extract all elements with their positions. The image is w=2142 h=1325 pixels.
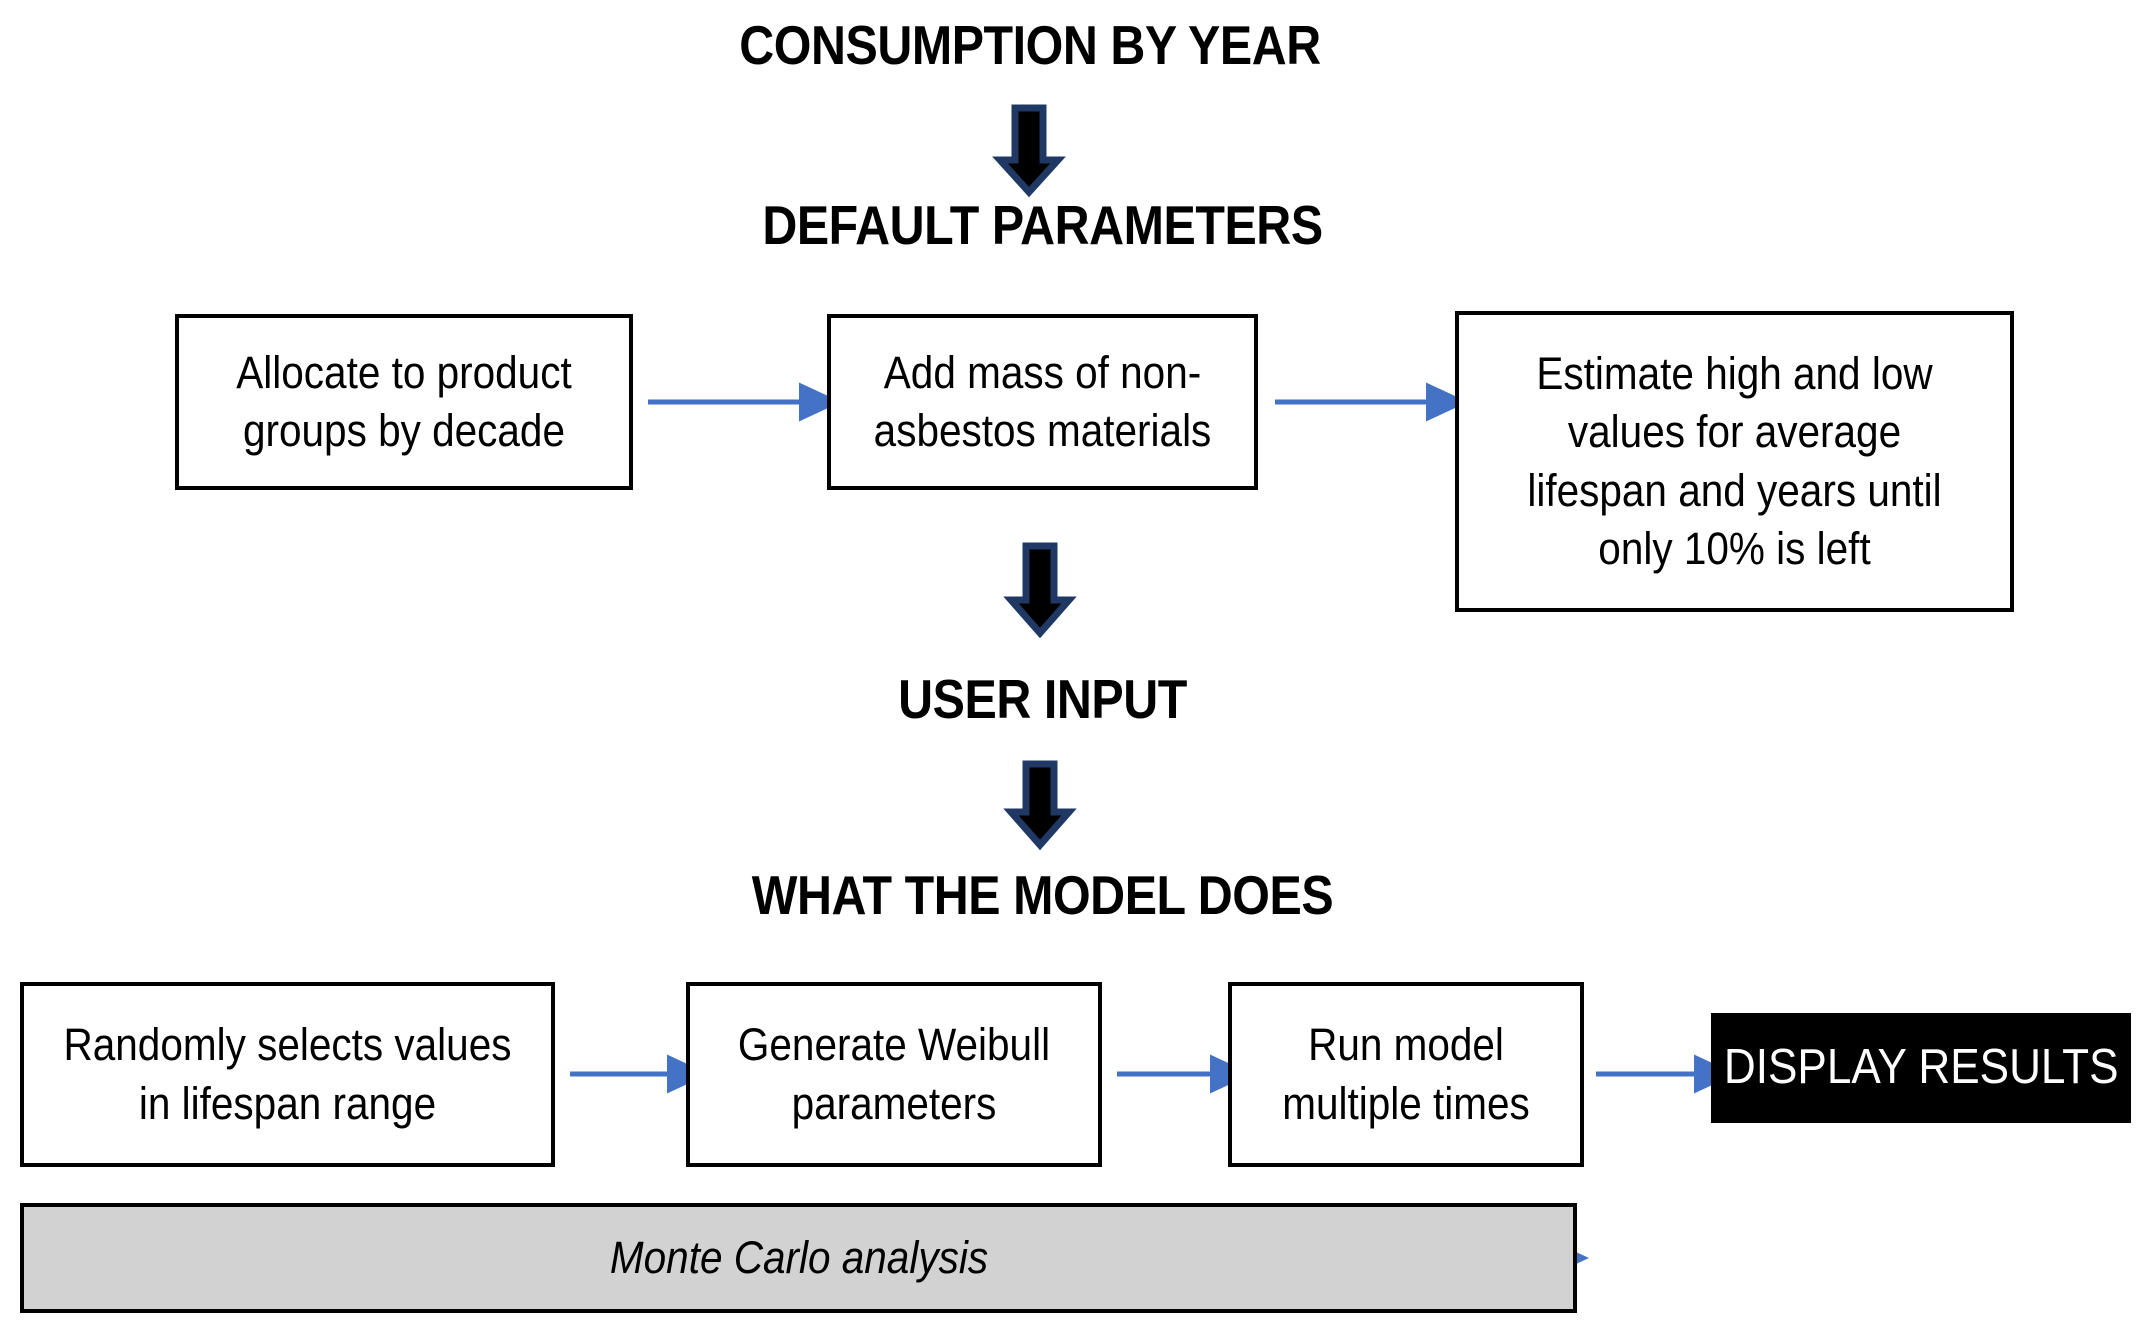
terminal-box-label: DISPLAY RESULTS (1723, 1040, 2119, 1095)
block-arrow-down-icon-1 (992, 104, 1066, 198)
process-box-label: Run model multiple times (1282, 1019, 1530, 1129)
process-box-label: Allocate to product groups by decade (236, 346, 572, 457)
heading-default-parameters: DEFAULT PARAMETERS (762, 194, 1323, 256)
terminal-box-display-results[interactable]: DISPLAY RESULTS (1711, 1013, 2131, 1123)
process-box-label: Randomly selects values in lifespan rang… (63, 1019, 512, 1129)
monte-carlo-label: Monte Carlo analysis (596, 1232, 1001, 1284)
process-box-label: Generate Weibull parameters (737, 1019, 1051, 1129)
monte-carlo-band: Monte Carlo analysis (20, 1203, 1577, 1313)
process-box-allocate-to-product-groups[interactable]: Allocate to product groups by decade (175, 314, 633, 490)
process-box-add-mass-non-asbestos[interactable]: Add mass of non-asbestos materials (827, 314, 1258, 490)
process-box-label: Add mass of non-asbestos materials (873, 346, 1212, 457)
heading-consumption-by-year: CONSUMPTION BY YEAR (739, 14, 1321, 76)
process-box-estimate-high-low-values[interactable]: Estimate high and low values for average… (1455, 311, 2014, 612)
process-box-randomly-selects-values[interactable]: Randomly selects values in lifespan rang… (20, 982, 555, 1167)
heading-user-input: USER INPUT (898, 668, 1187, 730)
process-box-run-model-multiple-times[interactable]: Run model multiple times (1228, 982, 1584, 1167)
process-box-generate-weibull-parameters[interactable]: Generate Weibull parameters (686, 982, 1102, 1167)
block-arrow-down-icon-3 (1003, 760, 1077, 851)
block-arrow-down-icon-2 (1003, 542, 1077, 639)
heading-what-the-model-does: WHAT THE MODEL DOES (751, 864, 1334, 926)
process-box-label: Estimate high and low values for average… (1527, 347, 1942, 575)
